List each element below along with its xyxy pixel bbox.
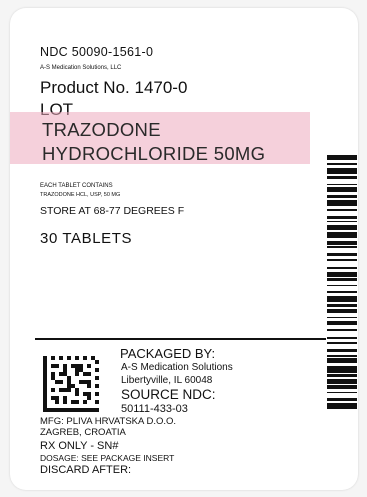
barcode-icon xyxy=(327,155,357,478)
ndc-number: NDC 50090-1561-0 xyxy=(40,45,154,59)
source-ndc-label: SOURCE NDC: xyxy=(121,387,216,402)
barcode-bar xyxy=(327,321,357,325)
barcode-bar xyxy=(327,337,357,339)
barcode-bar xyxy=(327,183,357,186)
barcode-bar xyxy=(327,187,357,192)
barcode-bar xyxy=(327,199,357,207)
barcode-bar xyxy=(327,278,357,282)
barcode-bar xyxy=(327,215,357,219)
barcode-bar xyxy=(327,271,357,277)
barcode-bar xyxy=(327,291,357,293)
barcode-bar xyxy=(327,379,357,384)
drug-name-line1: TRAZODONE xyxy=(42,119,161,140)
barcode-bar xyxy=(327,195,357,199)
barcode-bar xyxy=(327,220,357,223)
barcode-bar xyxy=(327,252,357,256)
barcode-bar xyxy=(327,403,357,410)
barcode-bar xyxy=(327,167,357,175)
barcode-bar xyxy=(327,358,357,363)
barcode-bar xyxy=(327,303,357,307)
barcode-bar xyxy=(327,267,357,269)
barcode-bar xyxy=(327,284,357,287)
barcode-bar xyxy=(327,329,357,331)
barcode-bar xyxy=(327,355,357,357)
barcode-bar xyxy=(327,342,357,344)
barcode-bar xyxy=(327,209,357,211)
barcode-bar xyxy=(327,175,357,179)
drug-name-highlight xyxy=(10,112,310,164)
barcode-bar xyxy=(327,225,357,231)
discard-after: DISCARD AFTER: xyxy=(40,464,132,476)
barcode-bar xyxy=(327,231,357,239)
barcode-bar xyxy=(327,295,357,303)
manufacturer-line2: ZAGREB, CROATIA xyxy=(40,427,126,438)
barcode-bar xyxy=(327,241,357,245)
medication-label: NDC 50090-1561-0 A-S Medication Solution… xyxy=(10,8,358,490)
company-name: A-S Medication Solutions, LLC xyxy=(40,65,122,71)
manufacturer-line1: MFG: PLIVA HRVATSKA D.O.O. xyxy=(40,416,177,427)
rx-only-serial: RX ONLY - SN# xyxy=(40,440,119,452)
source-ndc-number: 50111-433-03 xyxy=(121,403,188,415)
datamatrix-code-icon xyxy=(43,356,99,412)
barcode-bar xyxy=(327,259,357,261)
active-ingredient: TRAZODONE HCL, USP, 50 MG xyxy=(40,192,121,198)
barcode-bar xyxy=(327,308,357,314)
packager-name: A-S Medication Solutions xyxy=(121,362,233,373)
product-number: Product No. 1470-0 xyxy=(40,78,188,97)
barcode-bar xyxy=(327,374,357,378)
drug-name-line2: HYDROCHLORIDE 50MG xyxy=(42,143,266,164)
dosage-note: DOSAGE: SEE PACKAGE INSERT xyxy=(40,453,175,463)
barcode-bar xyxy=(327,348,357,352)
divider-rule xyxy=(35,338,326,340)
barcode-bar xyxy=(327,366,357,373)
packaged-by-heading: PACKAGED BY: xyxy=(120,346,216,361)
barcode-bar xyxy=(327,246,357,248)
barcode-bar xyxy=(327,163,357,165)
storage-instructions: STORE AT 68-77 DEGREES F xyxy=(40,205,185,217)
barcode-bar xyxy=(327,398,357,402)
barcode-bar xyxy=(327,155,357,160)
barcode-bar xyxy=(327,385,357,389)
barcode-bar xyxy=(327,391,357,394)
each-tablet-contains: EACH TABLET CONTAINS xyxy=(40,183,113,189)
packager-address: Libertyville, IL 60048 xyxy=(121,375,213,386)
barcode-bar xyxy=(327,316,357,319)
tablet-count: 30 TABLETS xyxy=(40,230,133,247)
